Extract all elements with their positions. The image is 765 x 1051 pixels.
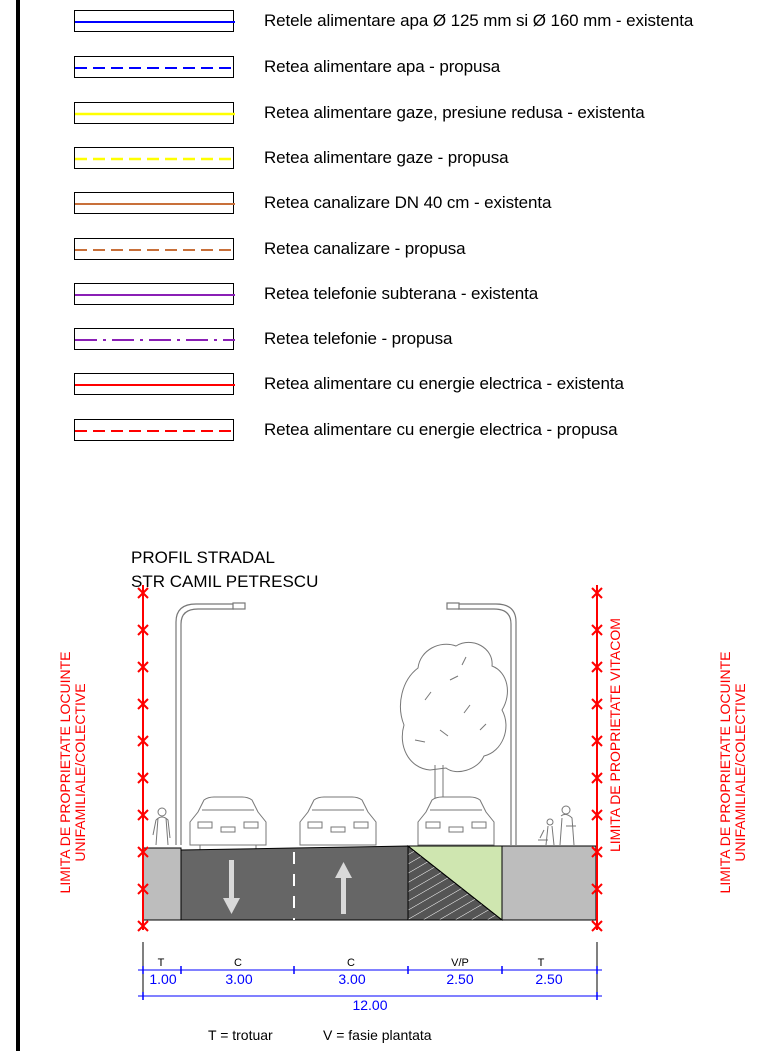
arrow-up-icon: [335, 862, 352, 914]
legend-label: Retea alimentare gaze - propusa: [264, 148, 509, 167]
legend-label: Retea alimentare apa - propusa: [264, 57, 501, 76]
legend-swatch: [74, 373, 235, 395]
right-limit-line1: LIMITA DE PROPRIETATE LOCUINTE: [717, 651, 733, 894]
legend-label: Retele alimentare apa Ø 125 mm si Ø 160 …: [264, 11, 694, 30]
legend-label: Retea telefonie - propusa: [264, 329, 453, 348]
profile-title-line1: PROFIL STRADAL: [131, 548, 275, 567]
legend-label: Retea telefonie subterana - existenta: [264, 284, 539, 303]
legend-label: Retea alimentare cu energie electrica - …: [264, 374, 624, 393]
parking-hatch: [407, 844, 504, 921]
car-1: [189, 796, 267, 850]
arrow-down-icon: [223, 860, 240, 914]
dimension-ticks: [142, 966, 598, 1000]
segment-code-2: C: [234, 957, 242, 969]
car-3: [417, 796, 495, 846]
left-limit-line2: UNIFAMILIALE/COLECTIVE: [72, 683, 88, 862]
legend-label: Retea alimentare gaze, presiune redusa -…: [264, 103, 645, 122]
middle-property-limit-label: LIMITA DE PROPRIETATE VITACOM: [607, 618, 623, 852]
legend-swatch: [74, 419, 235, 441]
middle-limit-text: LIMITA DE PROPRIETATE VITACOM: [607, 618, 623, 852]
profile-title-line2: STR CAMIL PETRESCU: [131, 572, 318, 591]
segment-width-3: 3.00: [338, 971, 365, 987]
segment-code-1: T: [158, 957, 165, 969]
frame-left-border: [16, 0, 20, 1051]
note-trotuar: T = trotuar: [208, 1027, 273, 1043]
legend-label: Retea alimentare cu energie electrica - …: [264, 420, 618, 439]
legend-swatch: [74, 328, 235, 350]
pedestrian-left: [152, 807, 171, 846]
note-fasie-plantata: V = fasie plantata: [323, 1027, 432, 1043]
legend-label: Retea canalizare - propusa: [264, 239, 466, 258]
legend-label: Retea canalizare DN 40 cm - existenta: [264, 193, 552, 212]
dimension-lines: [138, 942, 602, 1000]
legend-swatch: [74, 147, 235, 169]
segment-code-3: C: [347, 957, 355, 969]
segment-width-2: 3.00: [225, 971, 252, 987]
street-lamp-left: [175, 602, 246, 845]
property-limit-left-markers: [137, 587, 149, 932]
right-limit-line2: UNIFAMILIALE/COLECTIVE: [732, 683, 748, 862]
segment-width-5: 2.50: [535, 971, 562, 987]
segment-code-5: T: [538, 957, 545, 969]
pedestrian-right: [538, 805, 576, 846]
car-2: [299, 796, 377, 846]
segment-code-4: V/P: [451, 957, 469, 969]
sidewalk-left: [142, 847, 182, 921]
sidewalk-right: [501, 845, 597, 921]
street-lamp-right: [446, 602, 517, 845]
legend-swatch: [74, 192, 235, 214]
right-property-limit-label: LIMITA DE PROPRIETATE LOCUINTE UNIFAMILI…: [717, 640, 748, 905]
segment-width-1: 1.00: [149, 971, 176, 987]
left-property-limit-label: LIMITA DE PROPRIETATE LOCUINTE UNIFAMILI…: [57, 640, 88, 905]
left-limit-line1: LIMITA DE PROPRIETATE LOCUINTE: [57, 651, 73, 894]
total-width: 12.00: [352, 997, 387, 1013]
segment-width-4: 2.50: [446, 971, 473, 987]
legend-swatch: [74, 56, 235, 78]
legend-swatch: [74, 102, 235, 124]
property-limit-right-markers: [591, 587, 603, 932]
legend-swatch: [74, 238, 235, 260]
legend-swatch: [74, 283, 235, 305]
legend-swatch: [74, 10, 235, 32]
